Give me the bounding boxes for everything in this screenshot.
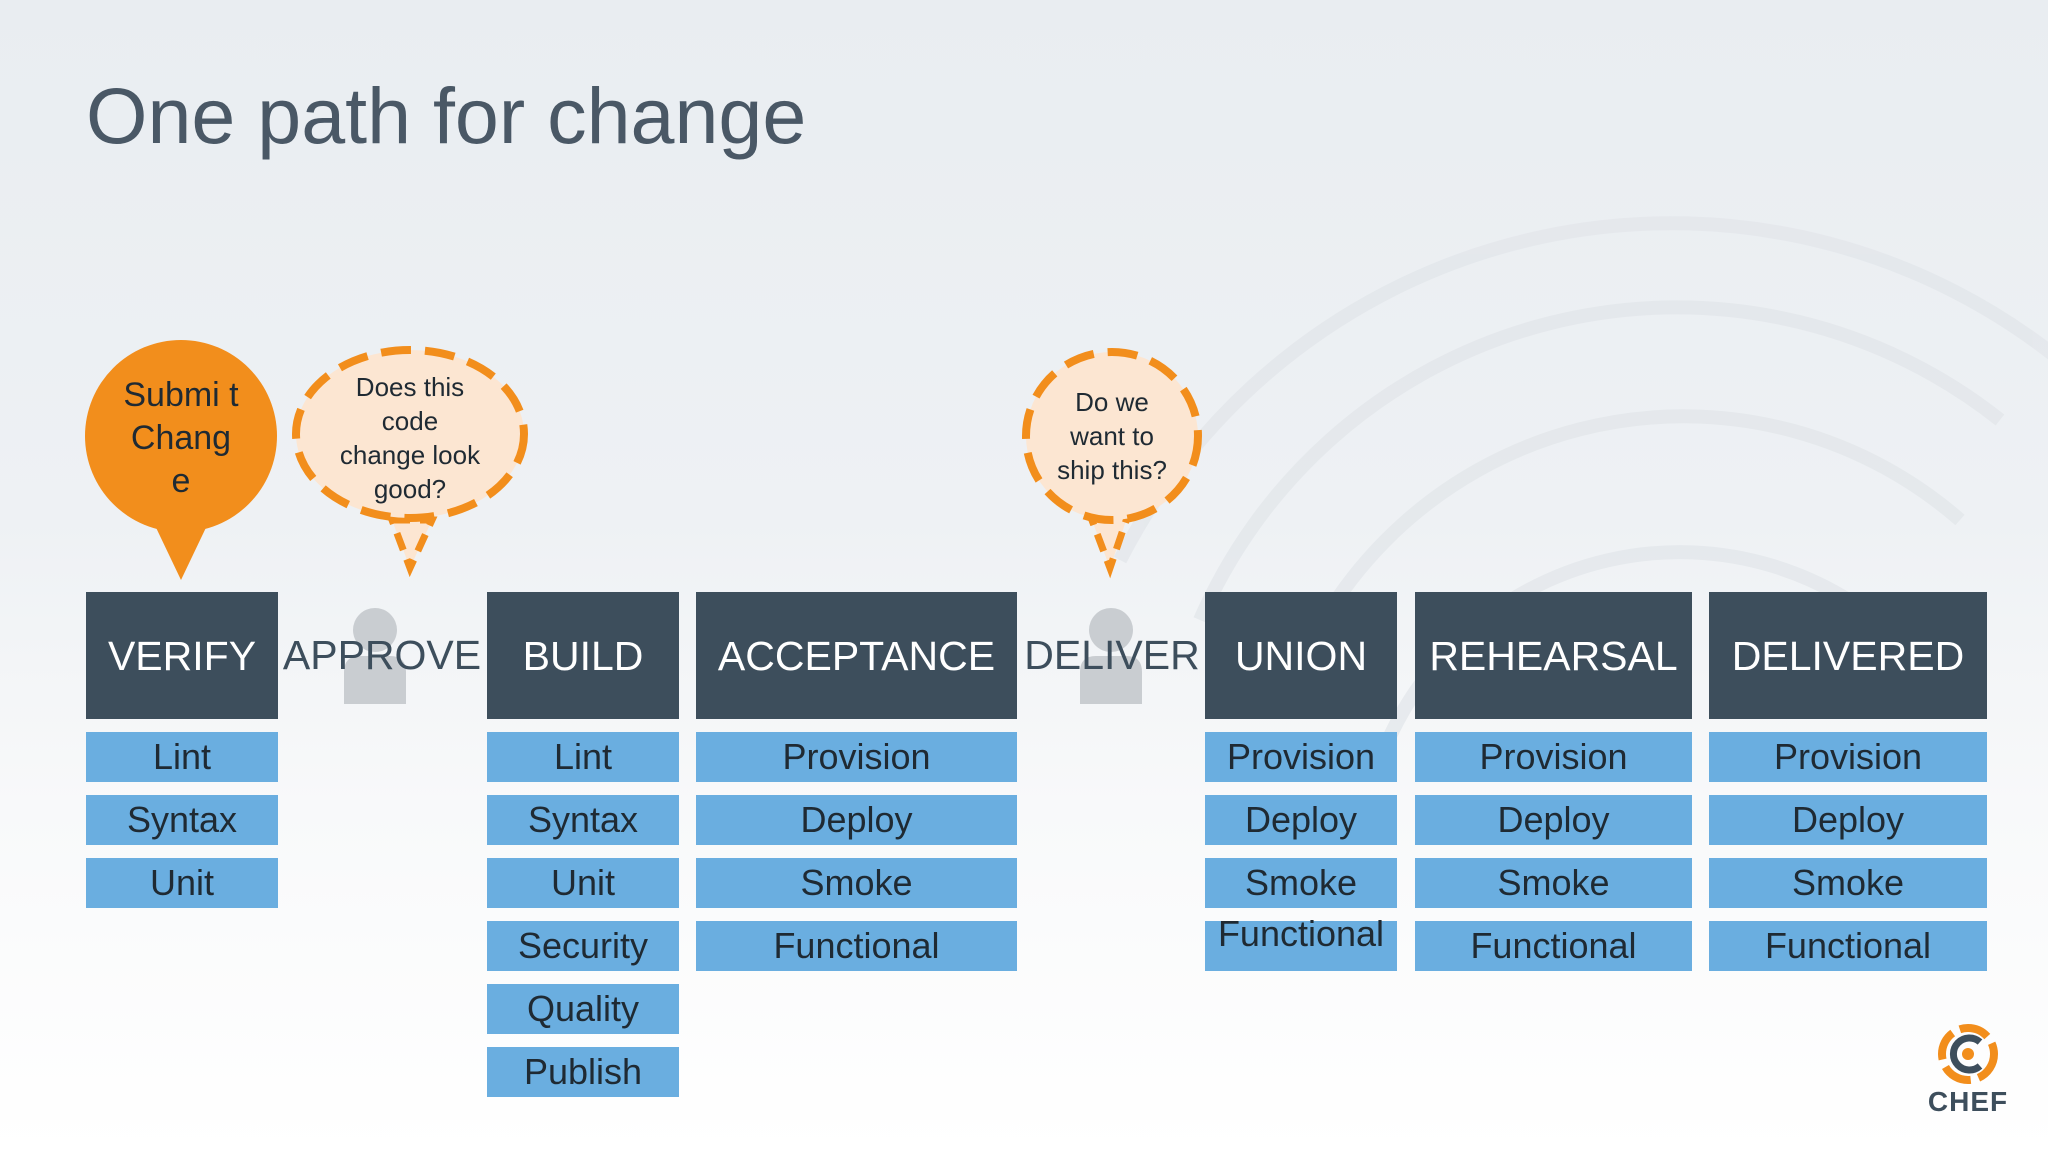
stage-build: BUILD — [487, 592, 679, 719]
build-task-unit: Unit — [487, 858, 679, 908]
gate-deliver: DELIVER — [1024, 632, 1200, 678]
acceptance-task-provision: Provision — [696, 732, 1017, 782]
approver-person-icon — [344, 608, 406, 704]
delivered-task-functional: Functional — [1709, 921, 1987, 971]
deliverer-person-icon — [1080, 608, 1142, 704]
stage-rehearsal: REHEARSAL — [1415, 592, 1692, 719]
delivered-task-deploy: Deploy — [1709, 795, 1987, 845]
acceptance-task-deploy: Deploy — [696, 795, 1017, 845]
delivered-task-provision: Provision — [1709, 732, 1987, 782]
build-task-syntax: Syntax — [487, 795, 679, 845]
chef-logo-text: CHEF — [1927, 1086, 2009, 1117]
build-task-lint: Lint — [487, 732, 679, 782]
chef-logo-icon — [1938, 1024, 1998, 1084]
stage-delivered: DELIVERED — [1709, 592, 1987, 719]
approve-question-text: Does this code change look good? — [339, 372, 481, 504]
rehearsal-task-functional: Functional — [1415, 921, 1692, 971]
delivered-task-smoke: Smoke — [1709, 858, 1987, 908]
verify-task-lint: Lint — [86, 732, 278, 782]
build-task-security: Security — [487, 921, 679, 971]
acceptance-task-functional: Functional — [696, 921, 1017, 971]
rehearsal-task-deploy: Deploy — [1415, 795, 1692, 845]
stage-verify: VERIFY — [86, 592, 278, 719]
submit-change-bubble — [85, 340, 277, 580]
union-task-deploy: Deploy — [1205, 795, 1397, 845]
union-task-provision: Provision — [1205, 732, 1397, 782]
rehearsal-task-smoke: Smoke — [1415, 858, 1692, 908]
deliver-question-text: Do we want to ship this? — [1057, 387, 1167, 485]
acceptance-task-smoke: Smoke — [696, 858, 1017, 908]
build-task-publish: Publish — [487, 1047, 679, 1097]
gate-approve: APPROVE — [282, 632, 482, 678]
verify-task-unit: Unit — [86, 858, 278, 908]
build-task-quality: Quality — [487, 984, 679, 1034]
verify-task-syntax: Syntax — [86, 795, 278, 845]
submit-change-text: Submi t Chang e — [123, 375, 239, 500]
stage-acceptance: ACCEPTANCE — [696, 592, 1017, 719]
union-task-functional: Functional — [1205, 914, 1397, 971]
stage-union: UNION — [1205, 592, 1397, 719]
approve-question-bubble — [292, 346, 528, 578]
slide-title: One path for change — [86, 71, 807, 160]
rehearsal-task-provision: Provision — [1415, 732, 1692, 782]
union-task-smoke: Smoke — [1205, 858, 1397, 908]
